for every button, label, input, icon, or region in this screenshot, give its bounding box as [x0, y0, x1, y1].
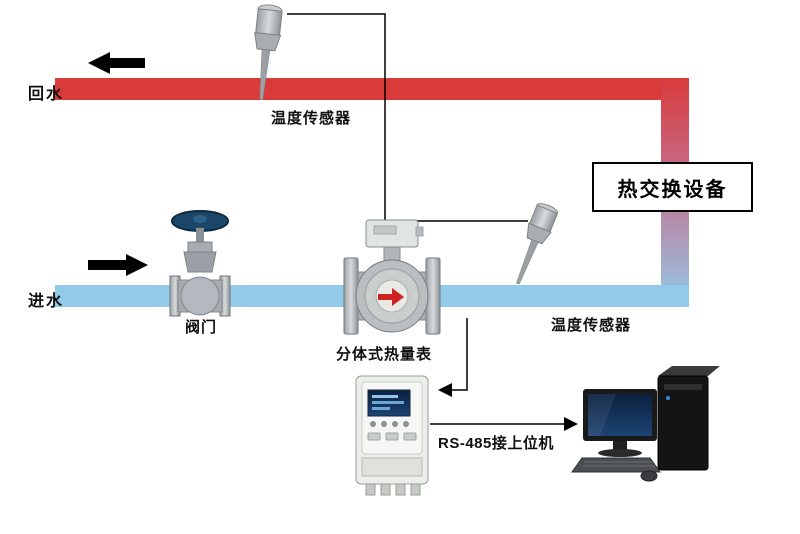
wire-top-sensor-to-meter — [287, 13, 386, 226]
wire-controller-arrowhead-icon — [438, 383, 452, 397]
return-pipe — [55, 78, 689, 100]
flow-arrow-left-icon — [88, 52, 145, 74]
label-inlet-water: 进水 — [28, 293, 65, 310]
label-heat-meter: 分体式热量表 — [336, 346, 433, 363]
temperature-sensor-top-icon — [254, 4, 283, 101]
label-valve: 阀门 — [185, 319, 218, 336]
heat-exchanger-box: 热交换设备 — [592, 162, 753, 212]
wire-meter-to-controller — [442, 318, 468, 391]
valve-icon — [169, 210, 231, 317]
label-temp-sensor-right: 温度传感器 — [551, 317, 632, 334]
computer-icon — [571, 366, 720, 482]
wire-pc-arrowhead-icon — [564, 417, 578, 431]
flow-arrow-right-icon — [88, 254, 148, 276]
label-return-water: 回水 — [28, 86, 65, 103]
label-rs485: RS-485接上位机 — [438, 435, 554, 452]
label-temp-sensor-top: 温度传感器 — [271, 110, 352, 127]
controller-icon — [355, 375, 429, 496]
label-heat-exchanger: 热交换设备 — [617, 178, 728, 201]
temperature-sensor-right-icon — [516, 203, 559, 285]
flow-meter-icon — [343, 219, 441, 335]
